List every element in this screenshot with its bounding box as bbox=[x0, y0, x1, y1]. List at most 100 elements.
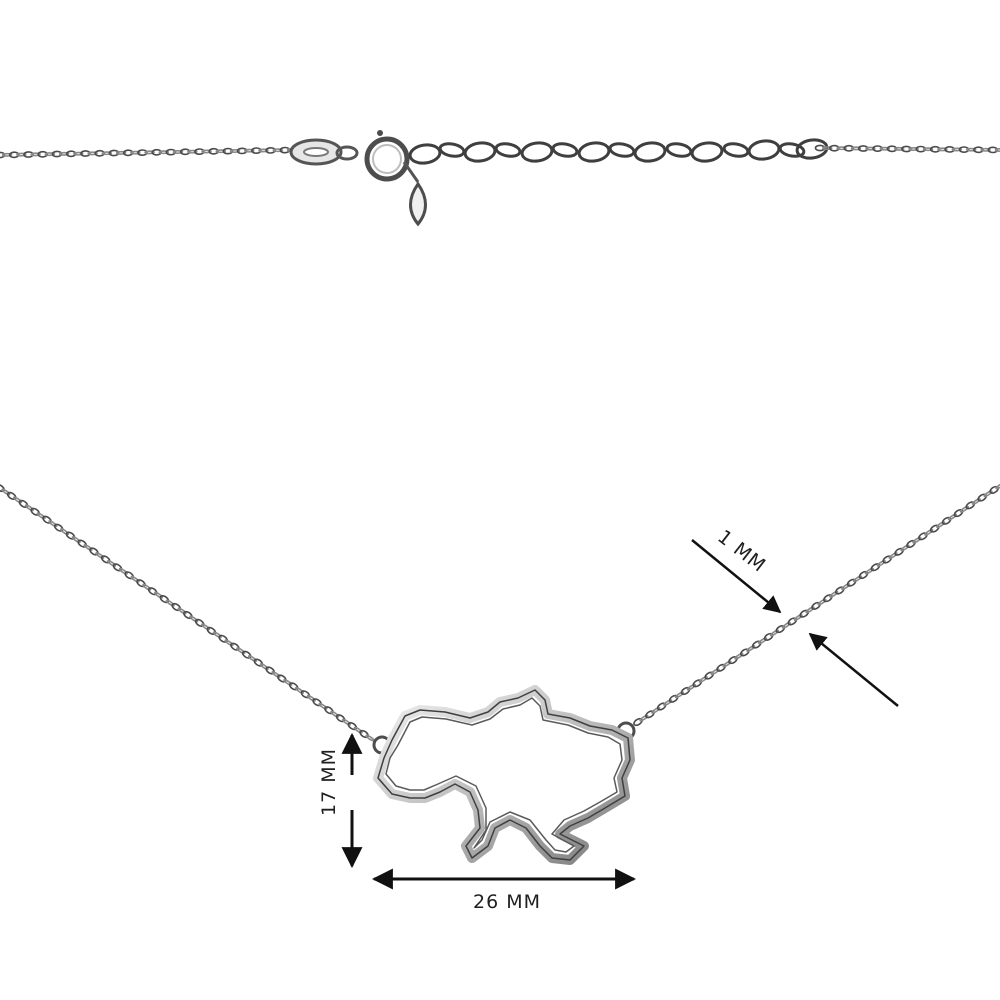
chain-link bbox=[663, 699, 673, 707]
extender-link bbox=[778, 142, 806, 158]
chain-link bbox=[1, 152, 13, 157]
chain-link bbox=[277, 674, 287, 683]
chain-link bbox=[80, 150, 91, 157]
chain-link bbox=[959, 505, 970, 513]
chain-link bbox=[953, 509, 964, 518]
chain-link bbox=[95, 552, 105, 559]
chain-link bbox=[965, 147, 977, 152]
chain-link bbox=[183, 610, 193, 620]
chain-link bbox=[53, 523, 64, 532]
chain-link bbox=[936, 521, 946, 529]
chain-link bbox=[122, 149, 134, 157]
chain-link bbox=[995, 482, 1000, 490]
chain-link bbox=[793, 614, 803, 621]
chain-link bbox=[857, 145, 869, 152]
chain-link bbox=[829, 590, 839, 598]
extender-chain bbox=[408, 138, 829, 165]
extender-link bbox=[690, 141, 724, 163]
chain-link bbox=[77, 539, 88, 548]
chain-link bbox=[365, 734, 375, 742]
chain-link bbox=[222, 147, 234, 155]
chain-link bbox=[13, 496, 23, 504]
chain-link bbox=[0, 151, 6, 159]
chain-link bbox=[846, 578, 857, 587]
chain-link bbox=[817, 598, 827, 606]
chain-link bbox=[769, 629, 780, 637]
chain-link bbox=[100, 555, 111, 564]
chain-link bbox=[151, 148, 162, 156]
chain-link bbox=[154, 591, 164, 599]
chain-link bbox=[888, 552, 898, 560]
chain-link bbox=[271, 671, 281, 678]
chain-link bbox=[212, 631, 222, 639]
chain-link bbox=[130, 150, 141, 155]
chain-link bbox=[734, 652, 744, 660]
chain-link bbox=[633, 717, 643, 727]
chain-link bbox=[947, 513, 958, 521]
chain-link bbox=[16, 152, 27, 157]
chain-link bbox=[341, 718, 352, 726]
chain-link bbox=[159, 594, 170, 604]
chain-link bbox=[30, 152, 41, 157]
chain-link bbox=[194, 618, 205, 628]
chain-link bbox=[244, 148, 255, 153]
chain-link bbox=[757, 637, 768, 645]
chain-link bbox=[288, 682, 299, 691]
extender-link bbox=[747, 139, 781, 161]
dimension-chain-thickness: 1 MM bbox=[691, 526, 899, 707]
chain-link bbox=[194, 148, 205, 156]
chain-link bbox=[42, 515, 52, 524]
chain-link bbox=[18, 499, 29, 509]
chain-link bbox=[177, 607, 187, 615]
chain-link bbox=[852, 575, 863, 583]
chain-link bbox=[912, 536, 922, 544]
chain-link bbox=[318, 702, 328, 710]
chain-link bbox=[165, 599, 175, 607]
chain-link bbox=[645, 710, 655, 719]
chain-link bbox=[958, 146, 970, 154]
chain-link bbox=[864, 567, 875, 575]
chain-link bbox=[142, 583, 152, 591]
chain-link bbox=[893, 146, 905, 151]
chain-link bbox=[900, 544, 910, 552]
chain-link bbox=[872, 145, 883, 153]
chain-link bbox=[739, 648, 750, 657]
chain-link bbox=[686, 683, 697, 691]
chain-link bbox=[265, 146, 276, 154]
chain-link bbox=[94, 149, 105, 157]
chain-link bbox=[179, 148, 191, 156]
chain-link bbox=[65, 150, 77, 158]
pendant-width-label: 26 MM bbox=[473, 891, 541, 913]
chain-link bbox=[208, 147, 219, 155]
chain-link bbox=[230, 642, 240, 651]
extender-link bbox=[551, 142, 579, 158]
chain-link bbox=[787, 617, 798, 626]
chain-link bbox=[698, 675, 708, 683]
chain-link bbox=[692, 679, 703, 688]
chain-link bbox=[915, 145, 927, 153]
chain-link bbox=[108, 149, 120, 157]
chain-link bbox=[206, 626, 217, 636]
chain-link bbox=[312, 698, 322, 707]
chain-link bbox=[236, 147, 248, 155]
chain-link bbox=[980, 147, 991, 152]
chain-link bbox=[144, 150, 155, 155]
chain-link bbox=[843, 144, 855, 152]
top-chain bbox=[0, 130, 1000, 227]
chain-link bbox=[908, 147, 919, 151]
chain-link bbox=[71, 536, 81, 544]
chain-link bbox=[674, 691, 685, 699]
chain-link bbox=[112, 563, 123, 572]
chain-link bbox=[241, 650, 252, 659]
chain-link bbox=[977, 493, 988, 502]
chain-link bbox=[680, 686, 691, 696]
chain-link bbox=[973, 146, 984, 154]
pendant-height-label: 17 MM bbox=[318, 748, 340, 816]
chain-link bbox=[829, 144, 840, 152]
chain-link bbox=[8, 151, 20, 159]
chain-link bbox=[44, 152, 56, 157]
chain-link bbox=[821, 146, 833, 151]
chain-link bbox=[187, 149, 198, 154]
chain-link bbox=[118, 567, 128, 575]
chain-link bbox=[836, 146, 847, 151]
